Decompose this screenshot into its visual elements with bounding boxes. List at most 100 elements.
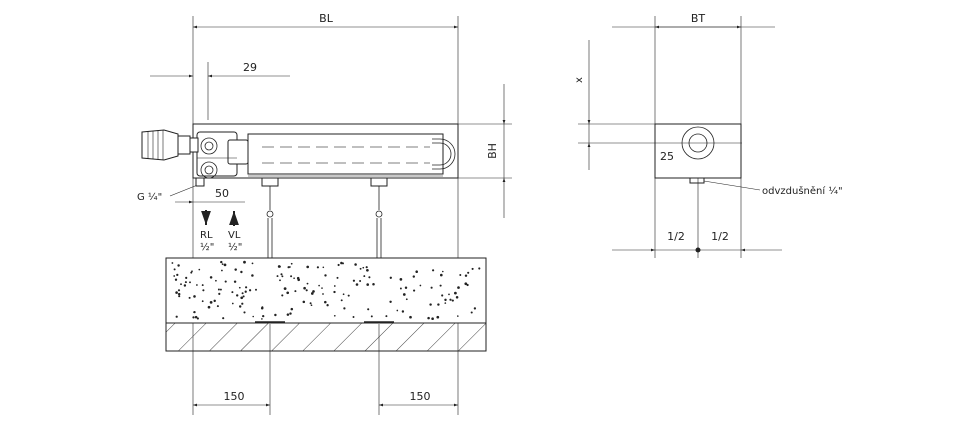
dimension-label-29: 29: [243, 61, 257, 74]
aggregate-dot: [464, 274, 468, 277]
aggregate-dot: [188, 296, 191, 299]
aggregate-dot: [302, 300, 306, 304]
aggregate-dot: [238, 305, 242, 308]
aggregate-dot: [363, 275, 366, 278]
aggregate-dot: [185, 276, 188, 279]
aggregate-dot: [216, 305, 219, 308]
aggregate-dot: [190, 271, 193, 274]
aggregate-dot: [241, 302, 244, 305]
screed-aggregate: [171, 260, 481, 321]
aggregate-dot: [223, 263, 227, 267]
aggregate-dot: [359, 267, 362, 270]
aggregate-dot: [442, 270, 444, 273]
return-label: RL: [200, 230, 213, 241]
aggregate-dot: [306, 282, 309, 285]
aggregate-dot: [342, 293, 345, 296]
aggregate-dot: [431, 317, 434, 321]
aggregate-dot: [309, 302, 312, 305]
aggregate-dot: [389, 276, 392, 279]
aggregate-dot: [279, 265, 281, 268]
valve-block: [196, 131, 249, 179]
aggregate-dot: [352, 316, 355, 318]
aggregate-dot: [180, 283, 182, 286]
aggregate-dot: [457, 315, 459, 317]
aggregate-dot: [326, 304, 329, 307]
aggregate-dot: [183, 284, 187, 287]
center-point: [695, 247, 701, 253]
side-view: BT x 25 odvzdušnění ¼" 1/2 1/2: [574, 12, 843, 258]
aggregate-dot: [240, 296, 244, 300]
aggregate-dot: [289, 312, 292, 315]
aggregate-dot: [191, 270, 193, 273]
aggregate-dot: [372, 283, 375, 286]
aggregate-dot: [283, 287, 287, 290]
aggregate-dot: [290, 275, 293, 278]
aggregate-dot: [193, 295, 196, 298]
aggregate-dot: [196, 284, 198, 286]
aggregate-dot: [473, 307, 477, 310]
aggregate-dot: [213, 299, 216, 303]
aggregate-dot: [366, 283, 370, 286]
aggregate-dot: [471, 267, 474, 270]
aggregate-dot: [233, 280, 237, 283]
aggregate-dot: [444, 302, 447, 304]
aggregate-dot: [429, 303, 432, 306]
aggregate-dot: [234, 268, 237, 271]
aggregate-dot: [432, 269, 435, 272]
aggregate-dot: [201, 284, 204, 287]
aggregate-dot: [279, 279, 281, 282]
aggregate-dot: [366, 268, 369, 272]
aggregate-dot: [444, 298, 447, 302]
aggregate-dot: [297, 278, 300, 282]
aggregate-dot: [255, 288, 257, 291]
aggregate-dot: [454, 291, 457, 295]
thread-plug: [195, 177, 205, 187]
aggregate-dot: [196, 317, 199, 320]
aggregate-dot: [355, 283, 359, 286]
aggregate-dot: [359, 280, 362, 282]
pipe-connection-outer: [681, 126, 715, 160]
aggregate-dot: [260, 306, 264, 310]
aggregate-dot: [244, 290, 247, 293]
aggregate-dot: [177, 264, 180, 267]
aggregate-dot: [321, 287, 323, 289]
aggregate-dot: [404, 286, 408, 289]
aggregate-dot: [478, 267, 481, 270]
aggregate-dot: [340, 299, 343, 302]
aggregate-dot: [189, 281, 191, 284]
flow-label: VL: [228, 230, 241, 241]
aggregate-dot: [171, 262, 174, 264]
aggregate-dot: [221, 269, 223, 272]
dimension-label-half-left: 1/2: [667, 230, 685, 243]
aggregate-dot: [251, 262, 254, 265]
aggregate-dot: [440, 273, 443, 277]
aggregate-dot: [173, 268, 176, 271]
thermostatic-head-icon: [141, 129, 199, 161]
aggregate-dot: [415, 270, 418, 273]
aggregate-dot: [242, 295, 245, 298]
screed-layer: [165, 257, 487, 324]
aggregate-dot: [175, 291, 178, 294]
aggregate-dot: [245, 286, 248, 289]
aggregate-dot: [286, 291, 290, 295]
flow-size: ½": [228, 241, 242, 253]
aggregate-dot: [413, 289, 416, 292]
aggregate-dot: [293, 277, 295, 280]
aggregate-dot: [402, 293, 406, 296]
aggregate-dot: [231, 291, 234, 294]
aggregate-dot: [459, 274, 462, 276]
aggregate-dot: [218, 292, 221, 295]
aggregate-dot: [368, 276, 371, 279]
aggregate-dot: [207, 305, 211, 309]
aggregate-dot: [290, 262, 293, 265]
aggregate-dot: [318, 284, 320, 287]
aggregate-dot: [340, 261, 343, 265]
aggregate-dot: [337, 263, 340, 267]
aggregate-dot: [466, 283, 469, 287]
vent-label: odvzdušnění ¼": [762, 185, 843, 197]
aggregate-dot: [176, 273, 179, 277]
aggregate-dot: [252, 315, 254, 318]
aggregate-dot: [451, 299, 454, 302]
aggregate-dot: [333, 290, 336, 294]
